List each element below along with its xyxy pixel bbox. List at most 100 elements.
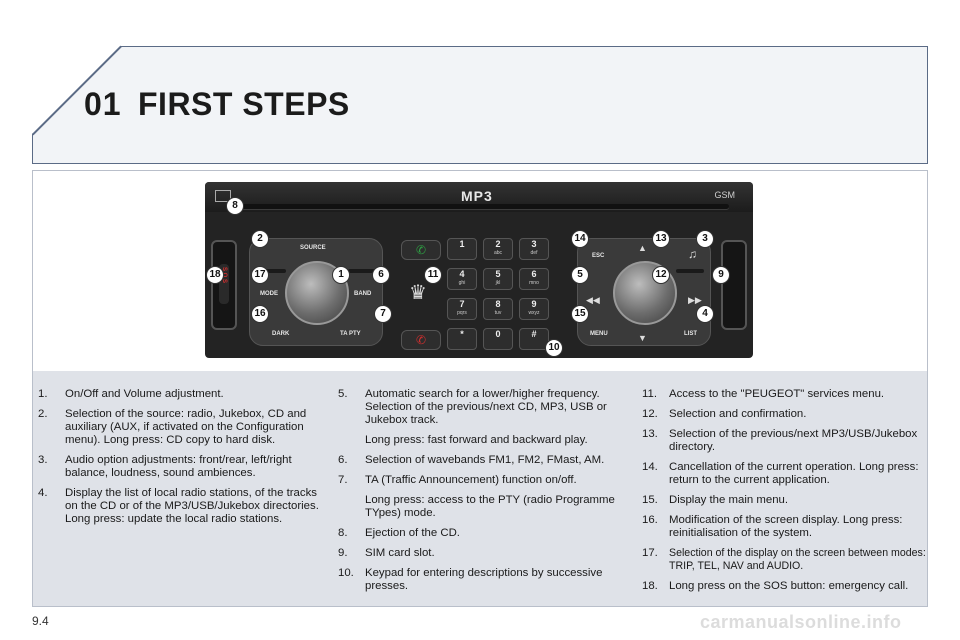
callout-14: 14 xyxy=(571,230,589,248)
callout-4: 4 xyxy=(696,305,714,323)
music-note-icon: ♫ xyxy=(688,247,697,261)
item-text-block: Automatic search for a lower/higher freq… xyxy=(365,388,628,447)
item-text: Long press on the SOS button: emergency … xyxy=(669,580,909,592)
callout-17: 17 xyxy=(251,266,269,284)
ta-pty-label: TA PTY xyxy=(340,331,361,337)
watermark: carmanualsonline.info xyxy=(700,612,902,632)
sim-card-panel xyxy=(721,240,747,330)
key-letters: mno xyxy=(529,280,539,286)
list-item: 15.Display the main menu. xyxy=(642,494,927,507)
source-button-slit xyxy=(258,269,286,273)
list-item: 17.Selection of the display on the scree… xyxy=(642,547,927,573)
list-item: 3.Audio option adjustments: front/rear, … xyxy=(38,454,328,480)
list-item: 10. Keypad for entering descriptions by s… xyxy=(338,567,628,593)
list-item: 8. Ejection of the CD. xyxy=(338,527,628,540)
page-number: 9.4 xyxy=(32,614,49,628)
callout-16: 16 xyxy=(251,305,269,323)
key-letters: tuv xyxy=(494,310,502,316)
item-text: Selection and confirmation. xyxy=(669,408,807,420)
callout-3: 3 xyxy=(696,230,714,248)
item-text: Display the main menu. xyxy=(669,494,789,506)
callout-7: 7 xyxy=(374,305,392,323)
item-text: TA (Traffic Announcement) function on/of… xyxy=(365,474,577,486)
item-number: 8. xyxy=(338,527,348,539)
list-label: LIST xyxy=(684,331,697,337)
right-control-cluster: ESC MENU LIST ▲ ▼ ◀◀ ▶▶ ♫ xyxy=(577,238,711,346)
key-digit: 8 xyxy=(495,299,501,309)
key-letters: pqrs xyxy=(457,310,467,316)
key-letters: def xyxy=(530,250,538,256)
key-digit: # xyxy=(531,329,537,339)
item-number: 11. xyxy=(642,388,657,400)
callout-6: 6 xyxy=(372,266,390,284)
item-text: Access to the "PEUGEOT" services menu. xyxy=(669,388,885,400)
sos-panel: S O S xyxy=(211,240,237,330)
item-number: 18. xyxy=(642,580,658,592)
mode-label: MODE xyxy=(260,291,278,297)
item-number: 14. xyxy=(642,461,658,473)
key-digit: 3 xyxy=(531,239,537,249)
callout-11: 11 xyxy=(424,266,442,284)
item-number: 6. xyxy=(338,454,348,466)
item-number: 1. xyxy=(38,388,48,400)
key-letters: wxyz xyxy=(528,310,540,316)
key-star: * xyxy=(447,328,477,350)
callout-13: 13 xyxy=(652,230,670,248)
callout-2: 2 xyxy=(251,230,269,248)
chapter-number: 01 xyxy=(84,86,122,122)
item-text: Selection of wavebands FM1, FM2, FMast, … xyxy=(365,454,605,466)
header-top-line xyxy=(120,46,928,47)
gsm-logo: GSM xyxy=(714,190,735,200)
list-item: 4.Display the list of local radio statio… xyxy=(38,487,328,526)
description-column-2: 5.Automatic search for a lower/higher fr… xyxy=(338,388,628,600)
key-digit: * xyxy=(460,329,464,339)
item-number: 16. xyxy=(642,514,658,526)
list-item: 16.Modification of the screen display. L… xyxy=(642,514,927,540)
key-letters: jkl xyxy=(495,280,501,286)
key-hash: # xyxy=(519,328,549,350)
key-digit: 6 xyxy=(531,269,537,279)
list-item: 11. Access to the "PEUGEOT" services menu… xyxy=(642,388,927,401)
item-number: 3. xyxy=(38,454,48,466)
list-item: 14. Cancellation of the current operation… xyxy=(642,461,927,487)
left-control-cluster: SOURCE MODE BAND DARK TA PTY xyxy=(249,238,383,346)
key-digit: 7 xyxy=(459,299,465,309)
item-number: 2. xyxy=(38,408,48,420)
disc-logo-icon xyxy=(215,190,231,202)
band-button-slit xyxy=(348,269,376,273)
callout-9: 9 xyxy=(712,266,730,284)
list-item: 12.Selection and confirmation. xyxy=(642,408,927,421)
item-text-block: TA (Traffic Announcement) function on/of… xyxy=(365,474,628,520)
item-subtext: Long press: fast forward and backward pl… xyxy=(365,434,588,446)
callout-5: 5 xyxy=(571,266,589,284)
description-column-3: 11. Access to the "PEUGEOT" services menu… xyxy=(642,388,927,600)
item-number: 7. xyxy=(338,474,348,486)
callout-12: 12 xyxy=(652,266,670,284)
chapter-title: FIRST STEPS xyxy=(138,86,350,122)
key-digit: 5 xyxy=(495,269,501,279)
radio-unit-illustration: MP3 GSM S O S SOURCE MODE BAND DARK TA P… xyxy=(205,182,753,358)
item-text: Ejection of the CD. xyxy=(365,527,460,539)
key-1: 1 xyxy=(447,238,477,260)
key-digit: 2 xyxy=(495,239,501,249)
list-item: 2.Selection of the source: radio, Jukebo… xyxy=(38,408,328,447)
item-text: Display the list of local radio stations… xyxy=(65,487,319,525)
callout-18: 18 xyxy=(206,266,224,284)
item-subtext: Long press: access to the PTY (radio Pro… xyxy=(365,494,615,519)
list-item: 13.Selection of the previous/next MP3/US… xyxy=(642,428,927,454)
item-text: Automatic search for a lower/higher freq… xyxy=(365,388,607,426)
item-text: Keypad for entering descriptions by succ… xyxy=(365,567,603,592)
band-label: BAND xyxy=(354,291,372,297)
item-number: 9. xyxy=(338,547,348,559)
item-number: 10. xyxy=(338,567,354,579)
item-text: Cancellation of the current operation. L… xyxy=(669,461,919,486)
peugeot-lion-icon: ♛ xyxy=(409,282,427,304)
list-item: 18. Long press on the SOS button: emergen… xyxy=(642,580,927,593)
chapter-header xyxy=(32,46,928,164)
key-digit: 0 xyxy=(495,329,501,339)
